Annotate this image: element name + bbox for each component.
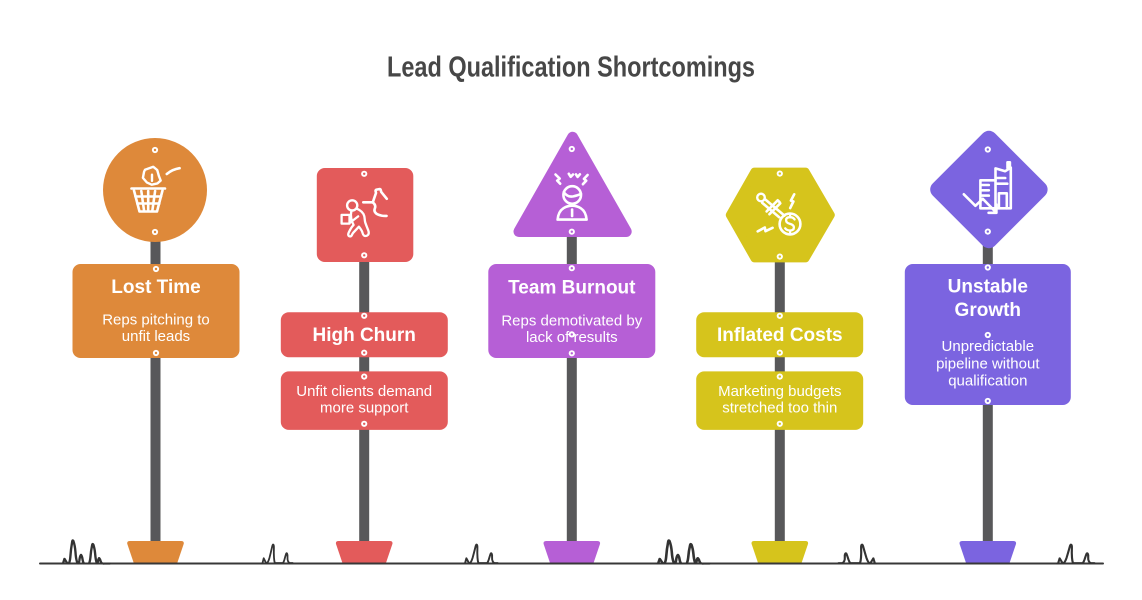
svg-text:Reps pitching to: Reps pitching to bbox=[102, 312, 210, 329]
svg-text:Reps demotivated by: Reps demotivated by bbox=[501, 313, 642, 330]
svg-text:Unfit clients demand: Unfit clients demand bbox=[296, 383, 432, 400]
svg-text:stretched too thin: stretched too thin bbox=[722, 400, 837, 417]
svg-text:Marketing budgets: Marketing budgets bbox=[718, 383, 841, 400]
svg-text:Growth: Growth bbox=[955, 300, 1022, 321]
svg-text:pipeline without: pipeline without bbox=[936, 355, 1040, 372]
svg-text:Team Burnout: Team Burnout bbox=[508, 277, 636, 298]
svg-text:more support: more support bbox=[320, 400, 409, 417]
svg-text:qualification: qualification bbox=[948, 373, 1027, 390]
svg-text:Unpredictable: Unpredictable bbox=[942, 338, 1035, 355]
svg-text:Lost Time: Lost Time bbox=[111, 277, 200, 298]
svg-text:Inflated Costs: Inflated Costs bbox=[717, 325, 843, 346]
svg-text:lack of results: lack of results bbox=[526, 329, 618, 346]
svg-text:unfit leads: unfit leads bbox=[122, 328, 190, 345]
svg-text:High Churn: High Churn bbox=[312, 325, 415, 346]
svg-text:Lead Qualification Shortcoming: Lead Qualification Shortcomings bbox=[387, 52, 755, 84]
svg-text:Unstable: Unstable bbox=[948, 276, 1028, 297]
